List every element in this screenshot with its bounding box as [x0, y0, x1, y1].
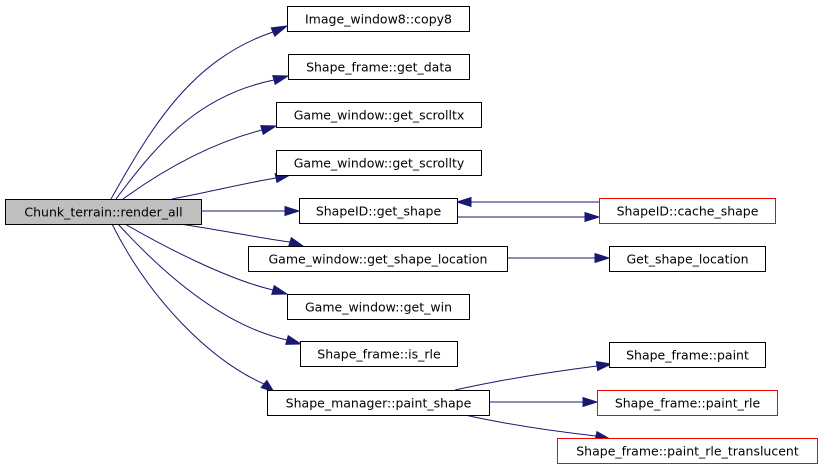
- node-box[interactable]: [288, 54, 470, 80]
- node-box[interactable]: [267, 390, 490, 416]
- node-paint-rle[interactable]: Shape_frame::paint_rle: [597, 390, 778, 416]
- node-paint[interactable]: Shape_frame::paint: [609, 342, 766, 368]
- arrowhead-icon: [260, 379, 276, 393]
- node-label: Shape_manager::paint_shape: [286, 396, 472, 411]
- node-label: Shape_frame::is_rle: [317, 347, 441, 362]
- node-box[interactable]: [557, 438, 818, 464]
- node-paint-shape[interactable]: Shape_manager::paint_shape: [267, 390, 490, 416]
- edge-render_all-to-paint_shape: [111, 223, 276, 393]
- edge-line: [122, 129, 263, 200]
- arrowhead-icon: [270, 25, 289, 37]
- node-box[interactable]: [276, 102, 482, 128]
- node-box[interactable]: [599, 198, 776, 224]
- node-copy8[interactable]: Image_window8::copy8: [287, 6, 470, 32]
- node-label: ShapeID::cache_shape: [617, 204, 759, 219]
- edge-line: [454, 365, 598, 391]
- node-box[interactable]: [5, 199, 202, 225]
- node-paint-rle-translucent[interactable]: Shape_frame::paint_rle_translucent: [557, 438, 818, 464]
- arrowhead-icon: [584, 211, 601, 223]
- node-label: Image_window8::copy8: [305, 12, 452, 27]
- arrowhead-icon: [287, 236, 305, 247]
- edge-line: [117, 223, 288, 341]
- edge-render_all-to-gw_get_shape_location: [179, 223, 305, 247]
- node-cache-shape[interactable]: ShapeID::cache_shape: [599, 198, 776, 224]
- node-box[interactable]: [597, 390, 778, 416]
- node-label: Shape_frame::get_data: [306, 60, 452, 75]
- node-render-all[interactable]: Chunk_terrain::render_all: [5, 199, 202, 225]
- node-box[interactable]: [248, 246, 508, 272]
- edge-paint_shape-to-paint_rle_translucent: [464, 414, 612, 441]
- node-label: Shape_frame::paint_rle: [615, 396, 761, 411]
- node-box[interactable]: [287, 294, 470, 320]
- node-is-rle[interactable]: Shape_frame::is_rle: [300, 341, 458, 367]
- arrowhead-icon: [455, 196, 472, 208]
- edge-render_all-to-is_rle: [117, 223, 303, 345]
- arrowhead-icon: [260, 125, 278, 136]
- edge-render_all-to-copy8: [110, 25, 289, 200]
- node-box[interactable]: [287, 6, 470, 32]
- edge-render_all-to-get_scrollty: [171, 173, 292, 200]
- edge-get_shape-to-cache_shape: [457, 211, 601, 223]
- arrowhead-icon: [594, 252, 611, 264]
- node-box[interactable]: [276, 150, 482, 176]
- edges-layer: [110, 25, 613, 441]
- node-label: Get_shape_location: [626, 252, 748, 267]
- arrowhead-icon: [284, 205, 301, 217]
- node-label: ShapeID::get_shape: [316, 204, 442, 219]
- edge-line: [124, 223, 274, 291]
- node-label: Shape_frame::paint: [626, 348, 749, 363]
- edge-paint_shape-to-paint_rle: [489, 396, 599, 408]
- edge-paint_shape-to-paint: [454, 360, 613, 391]
- node-gw-get-shape-location[interactable]: Game_window::get_shape_location: [248, 246, 508, 272]
- node-box[interactable]: [609, 246, 766, 272]
- node-get-scrolltx[interactable]: Game_window::get_scrolltx: [276, 102, 482, 128]
- arrowhead-icon: [272, 75, 290, 86]
- edge-render_all-to-get_win: [124, 223, 289, 295]
- node-box[interactable]: [300, 341, 458, 367]
- node-get-shape[interactable]: ShapeID::get_shape: [299, 198, 458, 224]
- node-label: Game_window::get_scrolltx: [294, 108, 465, 123]
- edge-gw_get_shape_location-to-Get_shape_location: [507, 252, 611, 264]
- edge-render_all-to-get_data: [115, 75, 290, 200]
- edge-line: [115, 79, 275, 200]
- edge-line: [464, 414, 597, 437]
- edge-line: [110, 31, 274, 200]
- arrowhead-icon: [582, 396, 599, 408]
- node-box[interactable]: [609, 342, 766, 368]
- node-get-win[interactable]: Game_window::get_win: [287, 294, 470, 320]
- arrowhead-icon: [595, 360, 613, 372]
- edge-line: [179, 223, 291, 243]
- edge-line: [111, 223, 265, 385]
- edge-render_all-to-get_scrolltx: [122, 125, 278, 200]
- node-get-data[interactable]: Shape_frame::get_data: [288, 54, 470, 80]
- arrowhead-icon: [285, 334, 303, 345]
- node-label: Game_window::get_win: [305, 300, 452, 315]
- node-label: Chunk_terrain::render_all: [24, 205, 182, 220]
- edge-line: [171, 177, 277, 200]
- node-label: Shape_frame::paint_rle_translucent: [576, 444, 799, 459]
- arrowhead-icon: [271, 284, 289, 295]
- nodes-layer: Chunk_terrain::render_all Image_window8::…: [5, 6, 818, 464]
- node-get-shape-location[interactable]: Get_shape_location: [609, 246, 766, 272]
- node-label: Game_window::get_shape_location: [269, 252, 488, 267]
- node-label: Game_window::get_scrollty: [294, 156, 465, 171]
- node-get-scrollty[interactable]: Game_window::get_scrollty: [276, 150, 482, 176]
- edge-render_all-to-get_shape: [201, 205, 301, 217]
- node-box[interactable]: [299, 198, 458, 224]
- edge-cache_shape-to-get_shape: [455, 196, 599, 208]
